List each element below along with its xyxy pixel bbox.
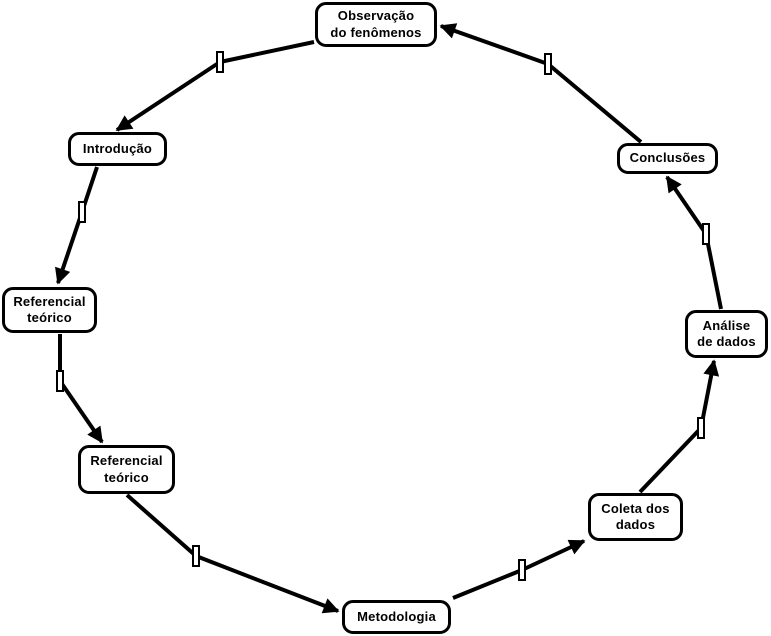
connector-referencial-teorico-1-to-referencial-teorico-2 [58,334,104,444]
node-label: Metodologia [357,608,436,624]
node-coleta-dos-dados: Coleta dos dados [588,493,683,541]
node-metodologia: Metodologia [342,600,451,634]
connection-point-marker [216,51,224,73]
connector-introducao-to-referencial-teorico-1 [55,166,99,285]
node-label: Referencial teórico [13,293,86,325]
connection-point-marker [702,223,710,245]
node-label: Introdução [82,140,153,156]
node-label: Conclusões [629,150,706,166]
connection-point-marker [192,545,200,567]
node-label: Coleta dos dados [601,500,670,532]
connector-referencial-teorico-2-to-metodologia [125,493,340,614]
connection-point-marker [544,53,552,75]
node-referencial-teorico-1: Referencial teórico [2,287,97,333]
connection-point-marker [518,559,526,581]
connector-observacao-do-fenomenos-to-introducao [115,40,315,132]
node-conclusoes: Conclusões [617,143,718,174]
node-label: Referencial teórico [90,453,163,485]
node-label: Observação do fenômenos [330,8,422,40]
node-referencial-teorico-2: Referencial teórico [78,445,175,494]
connector-conclusoes-to-observacao-do-fenomenos [439,23,643,144]
node-observacao-do-fenomenos: Observação do fenômenos [315,2,437,47]
connection-point-marker [56,370,64,392]
node-introducao: Introdução [68,132,167,166]
node-label: Análise de dados [697,317,756,349]
connection-point-marker [78,201,86,223]
node-analise-de-dados: Análise de dados [685,310,768,358]
connection-point-marker [697,417,705,439]
connector-analise-de-dados-to-conclusoes [665,175,723,310]
